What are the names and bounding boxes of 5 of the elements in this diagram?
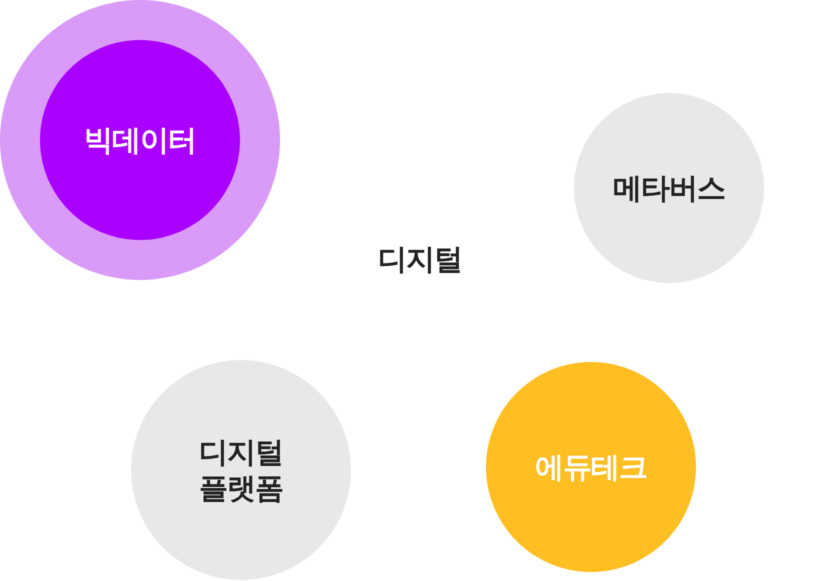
node-label: 에듀테크 [535, 448, 647, 486]
node-label: 빅데이터 [84, 122, 196, 158]
node-label: 디지털 플랫폼 [198, 434, 284, 506]
center-label: 디지털 [378, 241, 462, 278]
node-label: 메타버스 [613, 170, 725, 206]
